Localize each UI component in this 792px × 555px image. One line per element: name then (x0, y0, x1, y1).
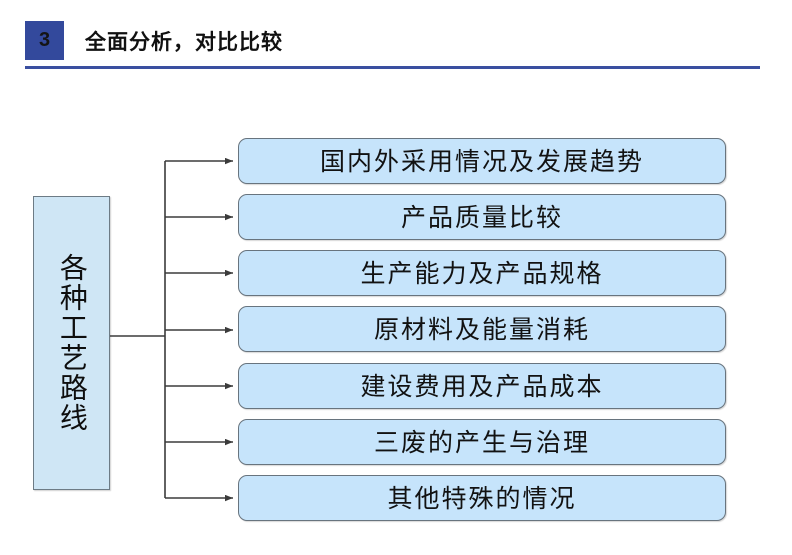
page-title: 全面分析，对比比较 (85, 30, 283, 54)
leaf-node-label: 原材料及能量消耗 (373, 314, 590, 344)
leaf-node-label: 建设费用及产品成本 (360, 371, 604, 401)
leaf-node-5[interactable]: 建设费用及产品成本 (238, 363, 726, 409)
leaf-node-6[interactable]: 三废的产生与治理 (238, 419, 726, 465)
leaf-node-label: 生产能力及产品规格 (360, 258, 604, 288)
leaf-node-1[interactable]: 国内外采用情况及发展趋势 (238, 138, 726, 184)
flowchart-diagram: 各种工艺路线 国内外采用情况及发展趋势 产品质量比较 生产能力及产品规格 原材料… (0, 80, 792, 555)
header-divider (25, 66, 760, 69)
leaf-node-3[interactable]: 生产能力及产品规格 (238, 250, 726, 296)
slide-header: 3 全面分析，对比比较 (0, 0, 792, 80)
step-number-badge: 3 (25, 21, 64, 60)
root-node-label: 各种工艺路线 (55, 253, 89, 433)
root-node[interactable]: 各种工艺路线 (33, 196, 110, 490)
leaf-node-label: 产品质量比较 (400, 202, 563, 232)
leaf-node-label: 其他特殊的情况 (387, 483, 577, 513)
leaf-node-label: 三废的产生与治理 (373, 427, 590, 457)
leaf-node-4[interactable]: 原材料及能量消耗 (238, 306, 726, 352)
leaf-node-2[interactable]: 产品质量比较 (238, 194, 726, 240)
leaf-node-label: 国内外采用情况及发展趋势 (319, 146, 644, 176)
leaf-node-7[interactable]: 其他特殊的情况 (238, 475, 726, 521)
